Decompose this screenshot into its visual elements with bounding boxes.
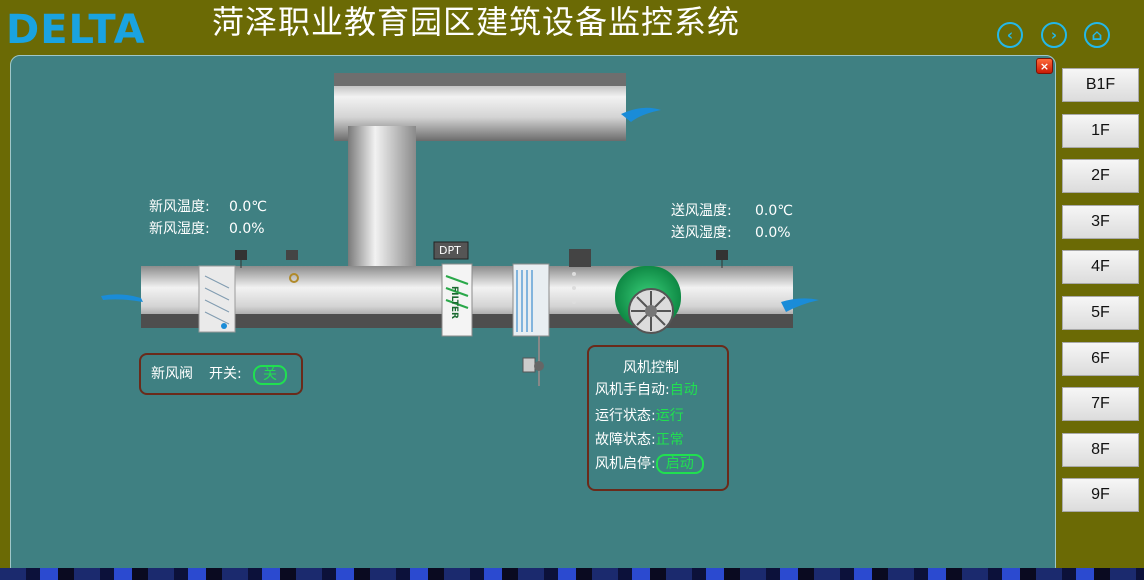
fan-control-title: 风机控制	[623, 360, 679, 376]
dpt-sensor	[433, 241, 469, 260]
supply-air-hum-value: 0.0%	[755, 225, 791, 241]
ahu-diagram	[101, 73, 819, 386]
supply-air-temp-value: 0.0℃	[755, 203, 793, 219]
humidity-sensor-icon	[286, 250, 298, 260]
brand-logo: DELTA	[6, 7, 146, 53]
vertical-duct	[348, 126, 416, 276]
floor-button-1f[interactable]: 1F	[1062, 113, 1139, 148]
floor-button-5f[interactable]: 5F	[1062, 296, 1139, 330]
filter-label: FILTER	[449, 286, 459, 319]
supply-air-temp-label: 送风温度:	[671, 203, 732, 219]
damper-control-box: 新风阀 开关: 关	[139, 353, 303, 395]
forward-button[interactable]: ›	[1041, 22, 1067, 48]
chevron-left-icon: ‹	[1006, 26, 1014, 44]
floor-button-9f[interactable]: 9F	[1062, 478, 1139, 513]
dpt-label: DPT	[439, 244, 461, 257]
chevron-right-icon: ›	[1050, 26, 1058, 44]
fresh-air-hum-label: 新风湿度:	[149, 221, 210, 237]
close-icon: ×	[1039, 59, 1050, 73]
supply-air-hum-label: 送风湿度:	[671, 225, 732, 241]
floor-button-6f[interactable]: 6F	[1062, 341, 1139, 376]
fan-start-row: 风机启停:启动	[595, 453, 704, 474]
damper-label: 新风阀	[151, 366, 193, 382]
page-title: 菏泽职业教育园区建筑设备监控系统	[212, 3, 741, 41]
home-icon: ⌂	[1091, 26, 1103, 44]
outlet-arrow-icon	[781, 298, 819, 312]
fan-control-box: 风机控制 风机手自动:自动 运行状态:运行 故障状态:正常 风机启停:启动	[587, 345, 729, 491]
floor-button-7f[interactable]: 7F	[1062, 387, 1139, 422]
fan-run-row: 运行状态:运行	[595, 405, 684, 425]
damper-switch-label: 开关:	[209, 366, 242, 382]
valve-actuator-icon	[522, 357, 536, 373]
fresh-air-hum-value: 0.0%	[229, 221, 265, 237]
bottom-strip	[0, 568, 1144, 580]
floor-button-4f[interactable]: 4F	[1062, 250, 1139, 285]
fan-mode-label: 风机手自动:	[595, 382, 670, 398]
coil-unit	[512, 263, 550, 337]
exhaust-arrow-icon	[621, 107, 661, 122]
floor-button-8f[interactable]: 8F	[1062, 432, 1139, 467]
ahu-panel: DPT FILTER 新风温度: 0.0℃ 新风湿度: 0.0% 送风温度: 0…	[10, 55, 1056, 577]
fan-fault-value: 正常	[655, 432, 684, 448]
back-button[interactable]: ‹	[997, 22, 1023, 48]
fan-mode-row: 风机手自动:自动	[595, 379, 698, 399]
floor-button-3f[interactable]: 3F	[1062, 204, 1139, 239]
fan-run-label: 运行状态:	[595, 408, 656, 424]
inlet-arrow-icon	[101, 294, 143, 302]
fan-run-value: 运行	[655, 408, 684, 424]
close-button[interactable]: ×	[1036, 58, 1053, 74]
fan-start-label: 风机启停:	[595, 456, 656, 472]
floor-button-2f[interactable]: 2F	[1062, 159, 1139, 194]
home-button[interactable]: ⌂	[1084, 22, 1110, 48]
damper-switch-button[interactable]: 关	[253, 365, 287, 385]
supply-sensor-icon	[716, 250, 728, 260]
fan-start-button[interactable]: 启动	[655, 454, 704, 474]
fresh-air-temp-label: 新风温度:	[149, 199, 210, 215]
fresh-air-temp-value: 0.0℃	[229, 199, 267, 215]
fan-fault-row: 故障状态:正常	[595, 429, 684, 449]
damper-unit	[198, 265, 236, 333]
temp-sensor-icon	[235, 250, 247, 260]
floor-button-b1f[interactable]: B1F	[1062, 68, 1139, 102]
control-box-icon	[569, 249, 591, 267]
fan-fault-label: 故障状态:	[595, 432, 656, 448]
fan-mode-value: 自动	[669, 382, 698, 398]
